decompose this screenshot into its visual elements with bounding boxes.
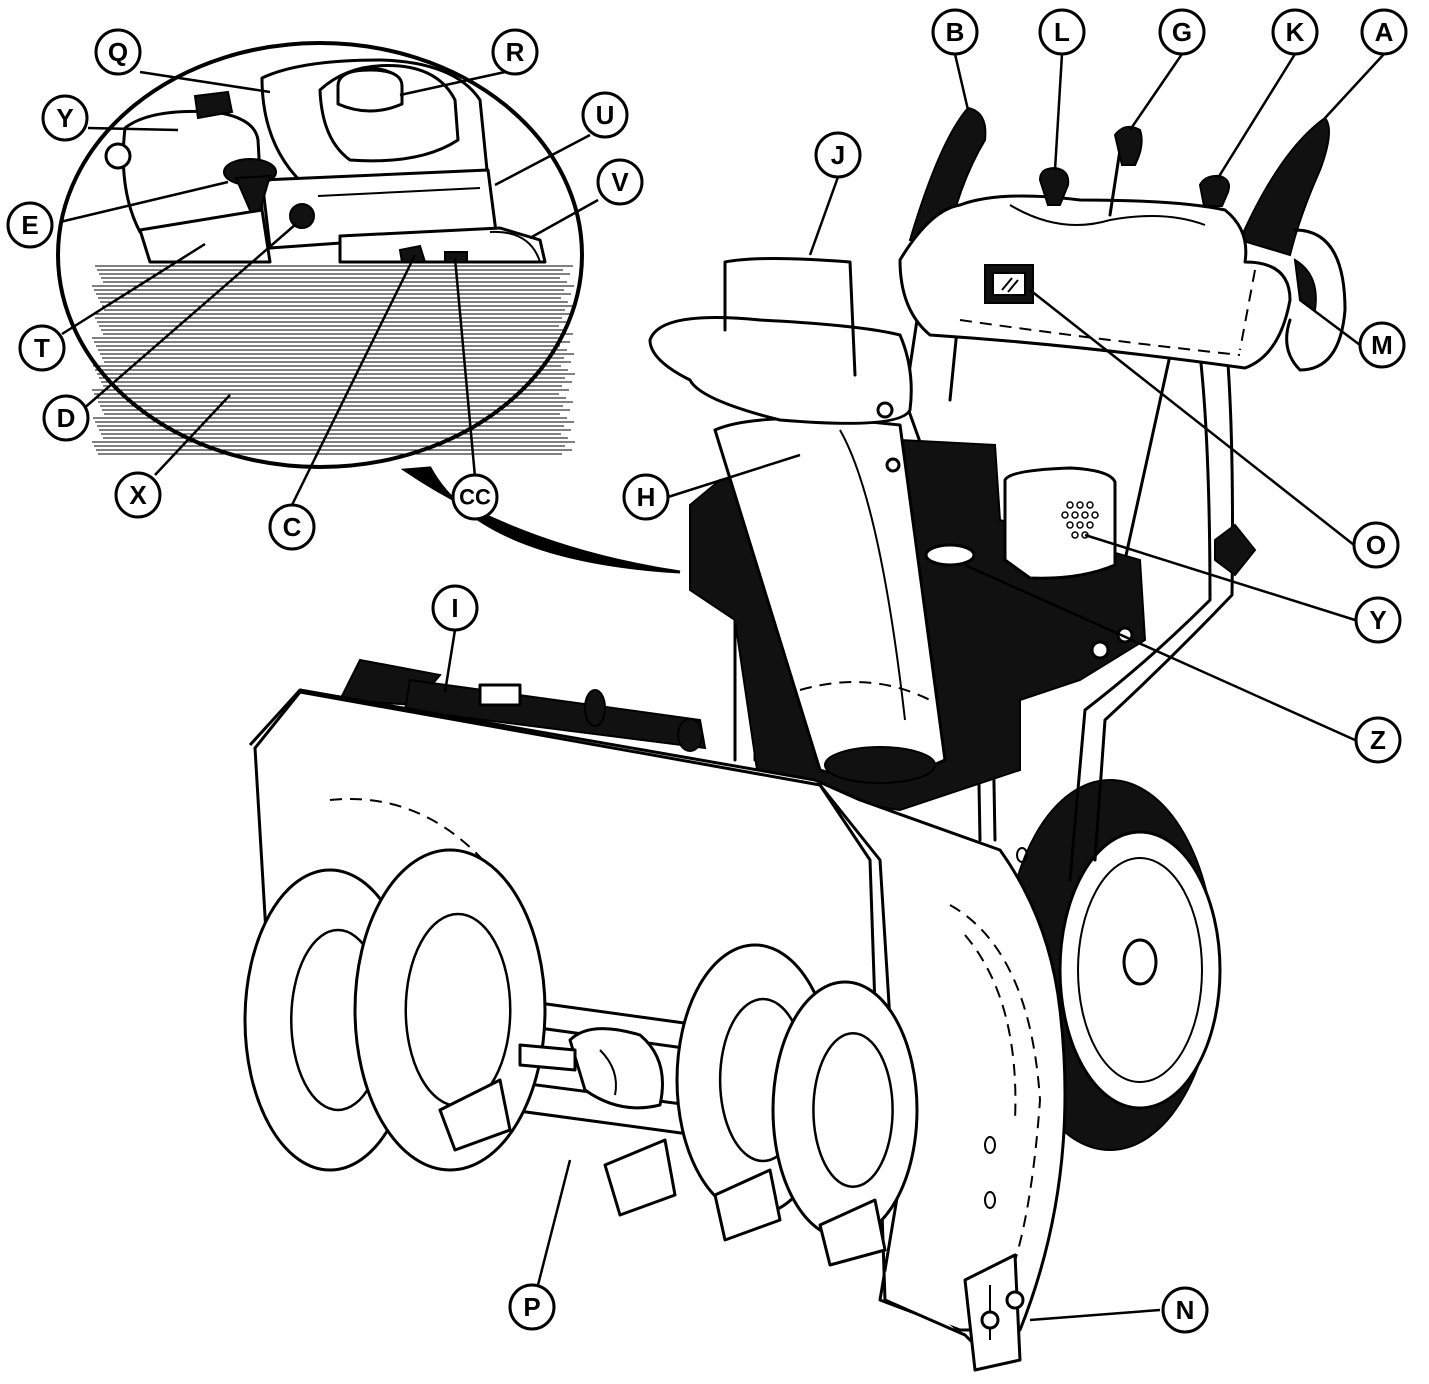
svg-text:X: X bbox=[129, 480, 147, 510]
svg-text:Z: Z bbox=[1370, 725, 1386, 755]
callout-z: Z bbox=[1354, 716, 1402, 764]
svg-text:J: J bbox=[831, 140, 845, 170]
callout-r: R bbox=[491, 28, 539, 76]
control-panel bbox=[898, 125, 1292, 370]
svg-text:R: R bbox=[506, 37, 525, 67]
svg-text:T: T bbox=[34, 333, 50, 363]
callout-a: A bbox=[1360, 8, 1408, 56]
svg-text:I: I bbox=[451, 593, 458, 623]
svg-text:O: O bbox=[1366, 530, 1386, 560]
callout-y-inset: Y bbox=[41, 94, 89, 142]
svg-text:Y: Y bbox=[56, 103, 73, 133]
callout-labels: A B C CC D E G H I J K L M N O P Q R T U… bbox=[6, 8, 1408, 1334]
callout-x: X bbox=[114, 471, 162, 519]
top-rod bbox=[338, 658, 707, 752]
svg-text:Q: Q bbox=[108, 37, 128, 67]
callout-v: V bbox=[596, 158, 644, 206]
callout-m: M bbox=[1358, 321, 1406, 369]
leader-lines bbox=[59, 53, 1385, 1322]
engine-sketch bbox=[104, 58, 547, 264]
svg-text:Y: Y bbox=[1369, 605, 1386, 635]
svg-text:G: G bbox=[1172, 17, 1192, 47]
svg-text:P: P bbox=[523, 1292, 540, 1322]
callout-p: P bbox=[508, 1283, 556, 1331]
svg-text:N: N bbox=[1176, 1295, 1195, 1325]
callout-q: Q bbox=[94, 28, 142, 76]
callout-o: O bbox=[1352, 521, 1400, 569]
svg-text:U: U bbox=[596, 100, 615, 130]
callout-t: T bbox=[18, 324, 66, 372]
callout-u: U bbox=[581, 91, 629, 139]
svg-text:C: C bbox=[283, 512, 302, 542]
callout-g: G bbox=[1158, 8, 1206, 56]
callout-b: B bbox=[931, 8, 979, 56]
callout-i: I bbox=[431, 584, 479, 632]
svg-text:A: A bbox=[1375, 17, 1394, 47]
callout-e: E bbox=[6, 201, 54, 249]
svg-text:D: D bbox=[57, 403, 76, 433]
snowblower-illustration bbox=[243, 106, 1347, 1372]
callout-cc: CC bbox=[451, 473, 499, 521]
callout-j: J bbox=[814, 131, 862, 179]
augers bbox=[243, 848, 919, 1267]
callout-l: L bbox=[1038, 8, 1086, 56]
svg-text:M: M bbox=[1371, 330, 1393, 360]
callout-y-main: Y bbox=[1354, 596, 1402, 644]
discharge-chute bbox=[648, 257, 947, 784]
callout-n: N bbox=[1161, 1286, 1209, 1334]
svg-text:B: B bbox=[946, 17, 965, 47]
callout-c: C bbox=[268, 503, 316, 551]
callout-k: K bbox=[1271, 8, 1319, 56]
inset-hatching bbox=[92, 265, 575, 455]
svg-text:CC: CC bbox=[459, 485, 491, 510]
svg-text:E: E bbox=[21, 210, 38, 240]
svg-text:K: K bbox=[1286, 17, 1305, 47]
engine-detail-inset bbox=[56, 41, 681, 574]
callout-d: D bbox=[42, 394, 90, 442]
callout-h: H bbox=[622, 473, 670, 521]
svg-text:V: V bbox=[611, 167, 629, 197]
svg-text:H: H bbox=[637, 482, 656, 512]
svg-text:L: L bbox=[1054, 17, 1070, 47]
